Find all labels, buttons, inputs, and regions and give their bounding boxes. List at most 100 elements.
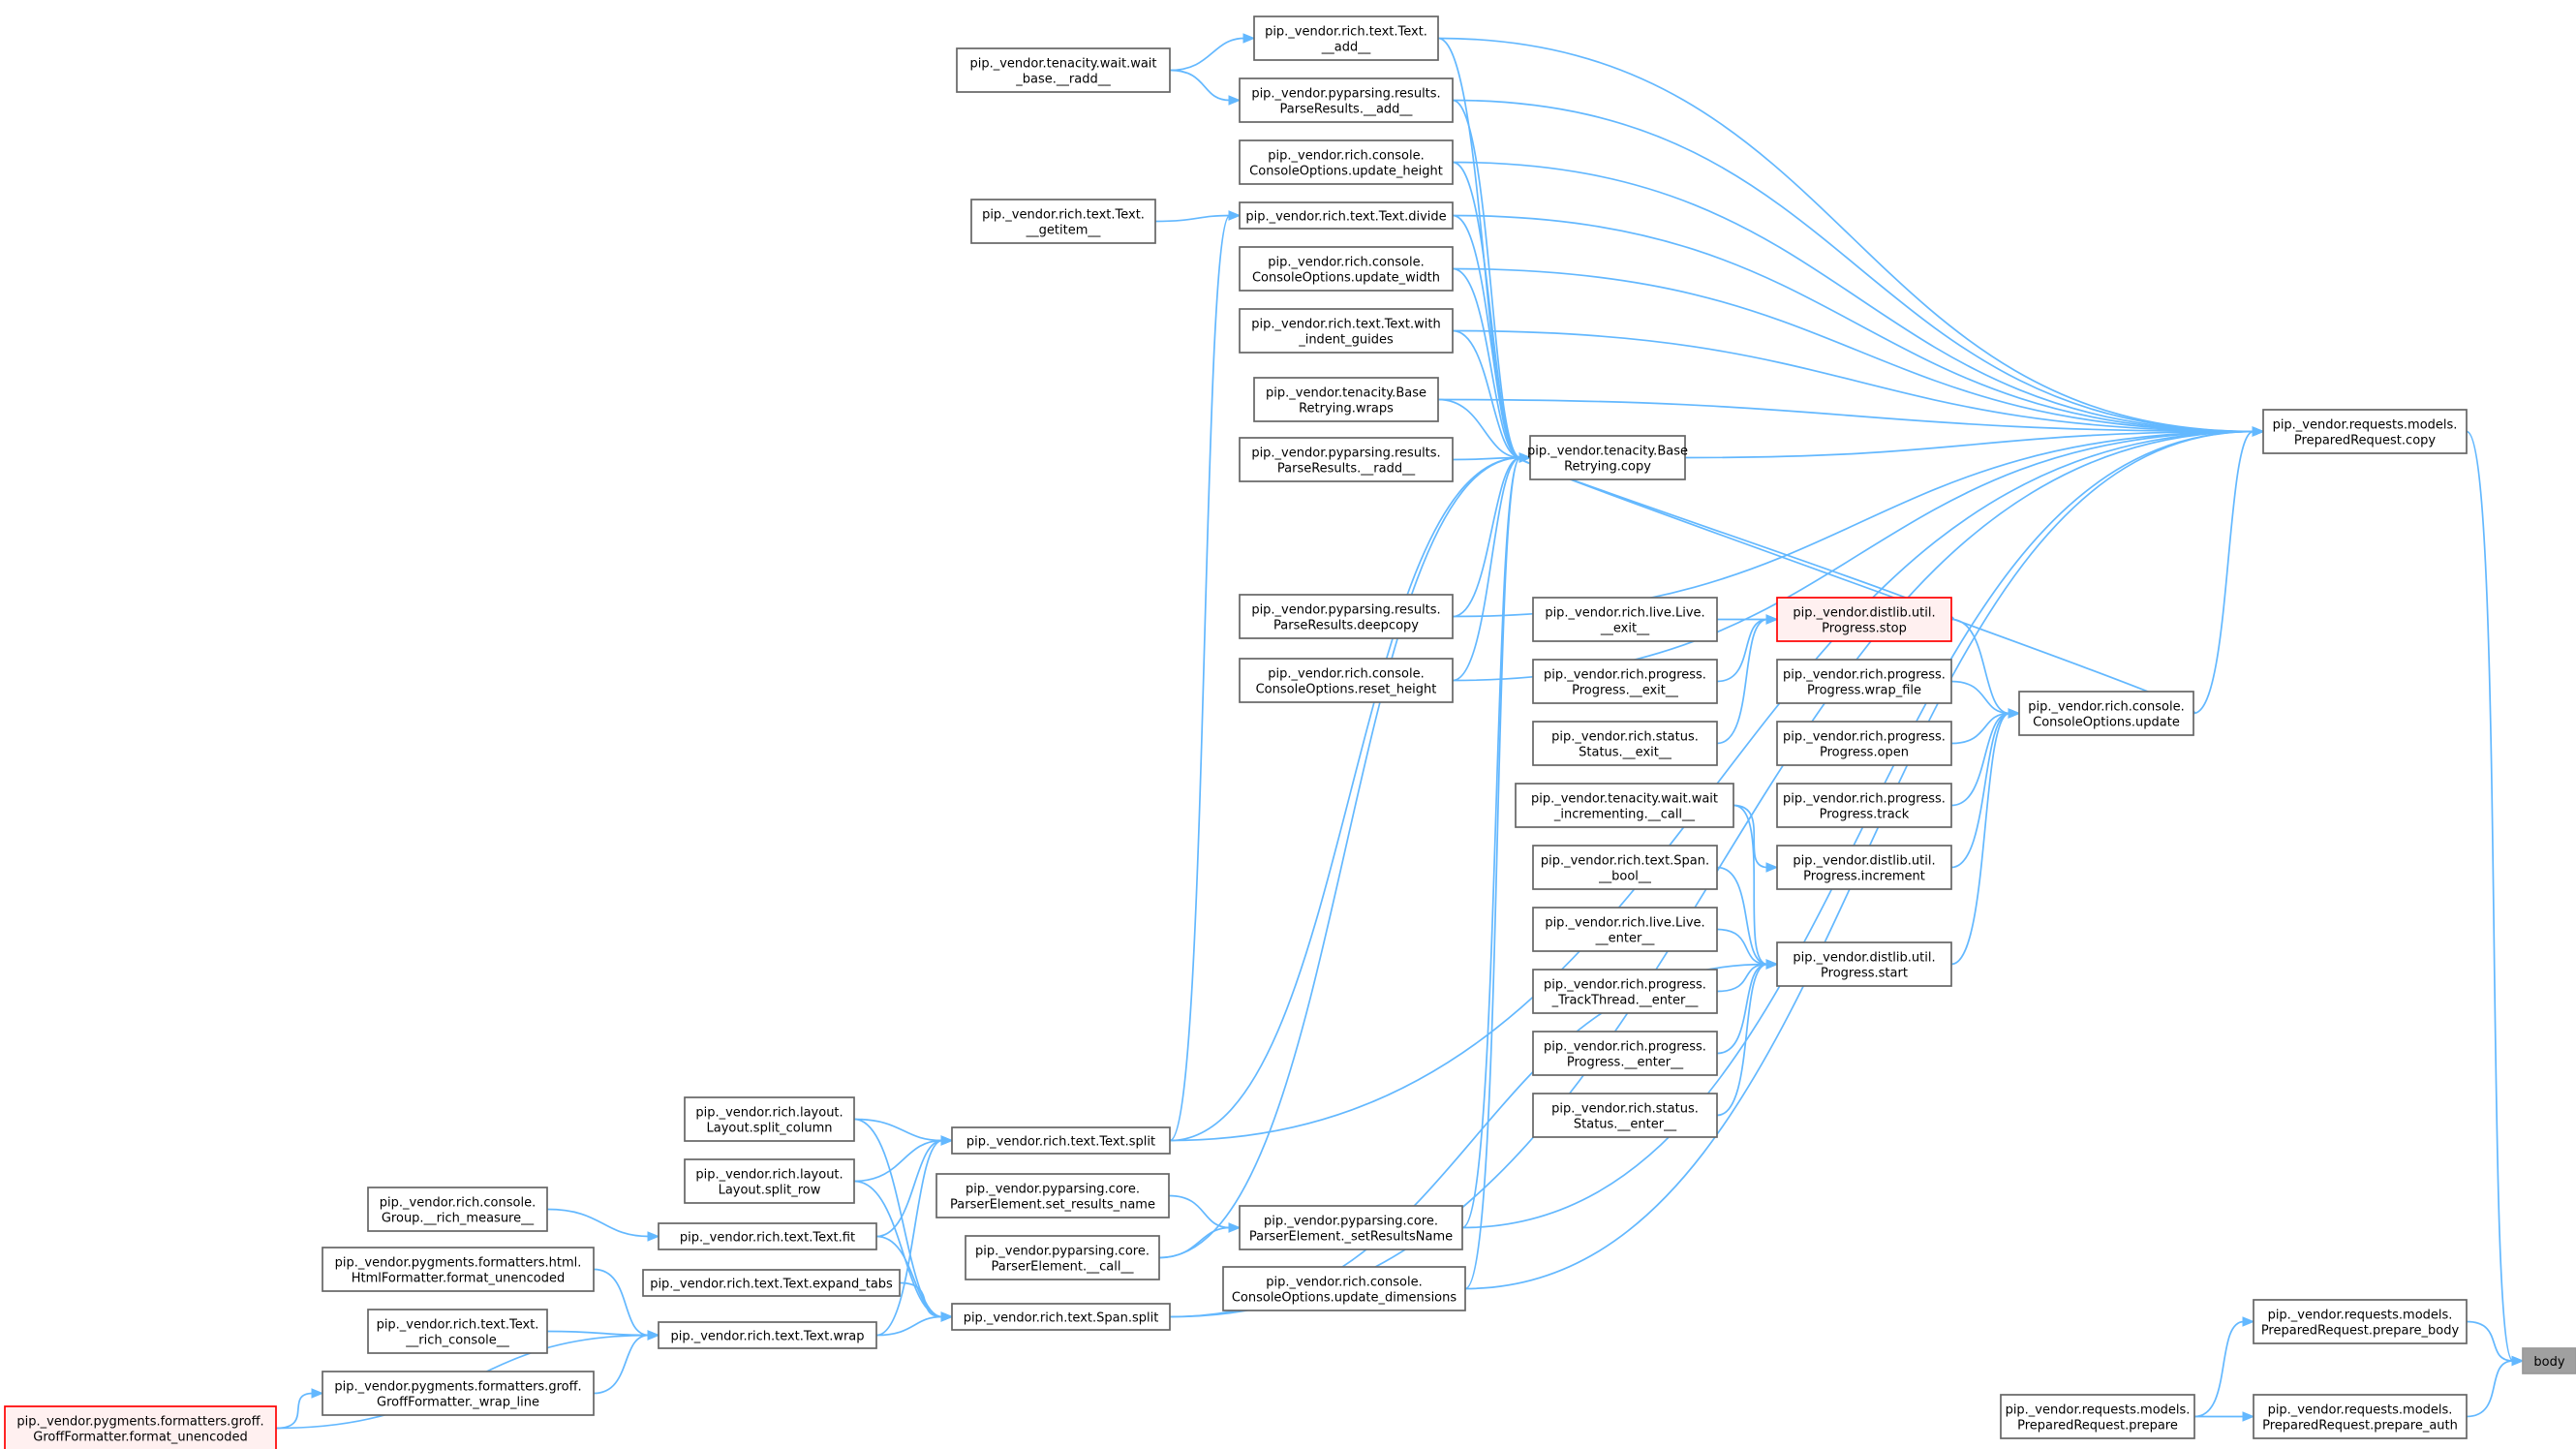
node-open[interactable]: pip._vendor.rich.progress.Progress.open <box>1776 721 1952 766</box>
node-pr_radd[interactable]: pip._vendor.pyparsing.results.ParseResul… <box>1239 437 1454 482</box>
node-label: pip._vendor.rich.text.Text.divide <box>1245 210 1446 225</box>
node-co_update_height[interactable]: pip._vendor.rich.console.ConsoleOptions.… <box>1239 139 1454 185</box>
node-text_getitem[interactable]: pip._vendor.rich.text.Text.__getitem__ <box>970 199 1156 244</box>
node-label: pip._vendor.rich.console. <box>2028 700 2184 715</box>
node-label: PreparedRequest.prepare <box>2017 1419 2178 1434</box>
node-text_split[interactable]: pip._vendor.rich.text.Text.split <box>951 1126 1171 1155</box>
node-label: PreparedRequest.copy <box>2294 434 2436 448</box>
node-label: ConsoleOptions.update_height <box>1249 165 1443 179</box>
node-pr_add[interactable]: pip._vendor.pyparsing.results.ParseResul… <box>1239 77 1454 123</box>
node-label: __add__ <box>1321 41 1371 55</box>
node-set_results_name[interactable]: pip._vendor.pyparsing.core.ParserElement… <box>1239 1205 1463 1250</box>
node-label: _TrackThread.__enter__ <box>1551 994 1699 1008</box>
graph-edges <box>275 33 2525 1430</box>
node-body[interactable]: body <box>2522 1347 2576 1374</box>
node-text_wrap[interactable]: pip._vendor.rich.text.Text.wrap <box>658 1321 877 1349</box>
node-co_update_dims[interactable]: pip._vendor.rich.console.ConsoleOptions.… <box>1222 1266 1466 1311</box>
edge-track-to-co_update <box>1950 708 2021 807</box>
node-co_update[interactable]: pip._vendor.rich.console.ConsoleOptions.… <box>2018 691 2194 736</box>
node-track_enter[interactable]: pip._vendor.rich.progress._TrackThread._… <box>1532 969 1718 1014</box>
node-expand_tabs[interactable]: pip._vendor.rich.text.Text.expand_tabs <box>642 1269 901 1297</box>
node-groff_format[interactable]: pip._vendor.pygments.formatters.groff.Gr… <box>4 1405 277 1449</box>
node-label: Progress.stop <box>1822 622 1907 636</box>
node-span_bool[interactable]: pip._vendor.rich.text.Span.__bool__ <box>1532 845 1718 890</box>
edge-pr_copy-to-body <box>2466 430 2525 1367</box>
node-label: ConsoleOptions.update <box>2033 716 2180 730</box>
node-label: pip._vendor.pygments.formatters.html. <box>335 1256 582 1271</box>
node-prepare_body[interactable]: pip._vendor.requests.models.PreparedRequ… <box>2253 1299 2468 1344</box>
edge-prog_start-to-co_update <box>1950 708 2021 966</box>
node-pr_copy[interactable]: pip._vendor.requests.models.PreparedRequ… <box>2262 409 2468 454</box>
edge-wait_inc_call-to-prog_start <box>1733 804 1779 970</box>
edge-span_bool-to-prog_start <box>1716 866 1779 970</box>
node-label: pip._vendor.rich.text.Span. <box>1541 854 1709 869</box>
node-label: pip._vendor.rich.progress. <box>1544 978 1706 993</box>
node-label: HtmlFormatter.format_unencoded <box>352 1272 566 1286</box>
node-pe_call[interactable]: pip._vendor.pyparsing.core.ParserElement… <box>965 1235 1160 1280</box>
node-label: body <box>2533 1355 2564 1370</box>
node-text_fit[interactable]: pip._vendor.rich.text.Text.fit <box>658 1222 877 1250</box>
node-set_results_name_pub[interactable]: pip._vendor.pyparsing.core.ParserElement… <box>935 1173 1170 1218</box>
node-wait_base_radd[interactable]: pip._vendor.tenacity.wait.wait_base.__ra… <box>956 47 1171 93</box>
node-label: pip._vendor.requests.models. <box>2268 1309 2453 1323</box>
node-label: PreparedRequest.prepare_body <box>2261 1324 2460 1339</box>
node-co_update_width[interactable]: pip._vendor.rich.console.ConsoleOptions.… <box>1239 246 1454 292</box>
node-label: pip._vendor.rich.text.Text. <box>377 1318 539 1333</box>
node-label: pip._vendor.distlib.util. <box>1793 951 1935 966</box>
node-live_enter[interactable]: pip._vendor.rich.live.Live.__enter__ <box>1532 907 1718 952</box>
node-label: Retrying.copy <box>1564 460 1651 475</box>
node-rich_console[interactable]: pip._vendor.rich.text.Text.__rich_consol… <box>367 1309 548 1354</box>
node-text_divide[interactable]: pip._vendor.rich.text.Text.divide <box>1239 201 1454 230</box>
node-prog_start[interactable]: pip._vendor.distlib.util.Progress.start <box>1776 941 1952 987</box>
node-label: pip._vendor.rich.progress. <box>1783 792 1946 807</box>
node-label: pip._vendor.rich.console. <box>1268 149 1424 164</box>
node-status_enter[interactable]: pip._vendor.rich.status.Status.__enter__ <box>1532 1093 1718 1138</box>
node-html_format[interactable]: pip._vendor.pygments.formatters.html.Htm… <box>322 1247 595 1292</box>
node-prog_increment[interactable]: pip._vendor.distlib.util.Progress.increm… <box>1776 845 1952 890</box>
node-label: _indent_guides <box>1298 333 1394 348</box>
node-wrap_file[interactable]: pip._vendor.rich.progress.Progress.wrap_… <box>1776 659 1952 704</box>
node-group_measure[interactable]: pip._vendor.rich.console.Group.__rich_me… <box>367 1187 548 1232</box>
node-split_column[interactable]: pip._vendor.rich.layout.Layout.split_col… <box>684 1096 855 1142</box>
node-label: pip._vendor.rich.text.Span.split <box>964 1311 1159 1326</box>
node-prepare[interactable]: pip._vendor.requests.models.PreparedRequ… <box>2000 1394 2195 1439</box>
node-indent_guides[interactable]: pip._vendor.rich.text.Text.with_indent_g… <box>1239 308 1454 354</box>
edge-co_update_height-to-pr_copy <box>1452 161 2265 437</box>
node-label: pip._vendor.distlib.util. <box>1793 606 1935 621</box>
node-track[interactable]: pip._vendor.rich.progress.Progress.track <box>1776 783 1952 828</box>
node-rp_exit[interactable]: pip._vendor.rich.progress.Progress.__exi… <box>1532 659 1718 704</box>
node-label: pip._vendor.tenacity.wait.wait <box>969 57 1156 72</box>
node-prog_stop[interactable]: pip._vendor.distlib.util.Progress.stop <box>1776 597 1952 642</box>
edge-co_update_width-to-pr_copy <box>1452 267 2265 437</box>
node-co_reset_height[interactable]: pip._vendor.rich.console.ConsoleOptions.… <box>1239 658 1454 703</box>
node-label: __exit__ <box>1600 622 1650 636</box>
node-status_exit[interactable]: pip._vendor.rich.status.Status.__exit__ <box>1532 721 1718 766</box>
node-split_row[interactable]: pip._vendor.rich.layout.Layout.split_row <box>684 1158 855 1204</box>
node-label: pip._vendor.requests.models. <box>2268 1403 2453 1418</box>
node-label: Progress.wrap_file <box>1807 684 1921 698</box>
node-label: Progress.open <box>1820 746 1909 760</box>
node-label: Progress.start <box>1821 967 1908 981</box>
edge-wait_inc_call-to-prog_increment <box>1733 804 1779 873</box>
node-label: Retrying.wraps <box>1299 402 1394 416</box>
node-label: ParseResults.__add__ <box>1280 103 1413 117</box>
node-label: pip._vendor.rich.text.Text.wrap <box>670 1330 864 1344</box>
node-text_add[interactable]: pip._vendor.rich.text.Text.__add__ <box>1253 15 1439 61</box>
node-rp_enter[interactable]: pip._vendor.rich.progress.Progress.__ent… <box>1532 1031 1718 1076</box>
node-label: GroffFormatter._wrap_line <box>377 1396 539 1410</box>
edge-text_wrap-to-text_split <box>875 1135 954 1337</box>
node-label: __getitem__ <box>1026 224 1101 238</box>
node-prepare_auth[interactable]: pip._vendor.requests.models.PreparedRequ… <box>2253 1394 2468 1439</box>
node-live_exit[interactable]: pip._vendor.rich.live.Live.__exit__ <box>1532 597 1718 642</box>
edge-text_divide-to-pr_copy <box>1452 214 2265 437</box>
node-label: ConsoleOptions.reset_height <box>1256 683 1437 697</box>
node-span_split[interactable]: pip._vendor.rich.text.Span.split <box>951 1303 1171 1331</box>
node-wait_inc_call[interactable]: pip._vendor.tenacity.wait.wait_increment… <box>1515 783 1734 828</box>
node-label: pip._vendor.rich.live.Live. <box>1545 606 1704 621</box>
node-groff_wrap[interactable]: pip._vendor.pygments.formatters.groff.Gr… <box>322 1371 595 1416</box>
node-pr_deepcopy[interactable]: pip._vendor.pyparsing.results.ParseResul… <box>1239 594 1454 639</box>
node-label: pip._vendor.pyparsing.core. <box>975 1245 1150 1259</box>
node-label: pip._vendor.pyparsing.results. <box>1251 447 1440 461</box>
